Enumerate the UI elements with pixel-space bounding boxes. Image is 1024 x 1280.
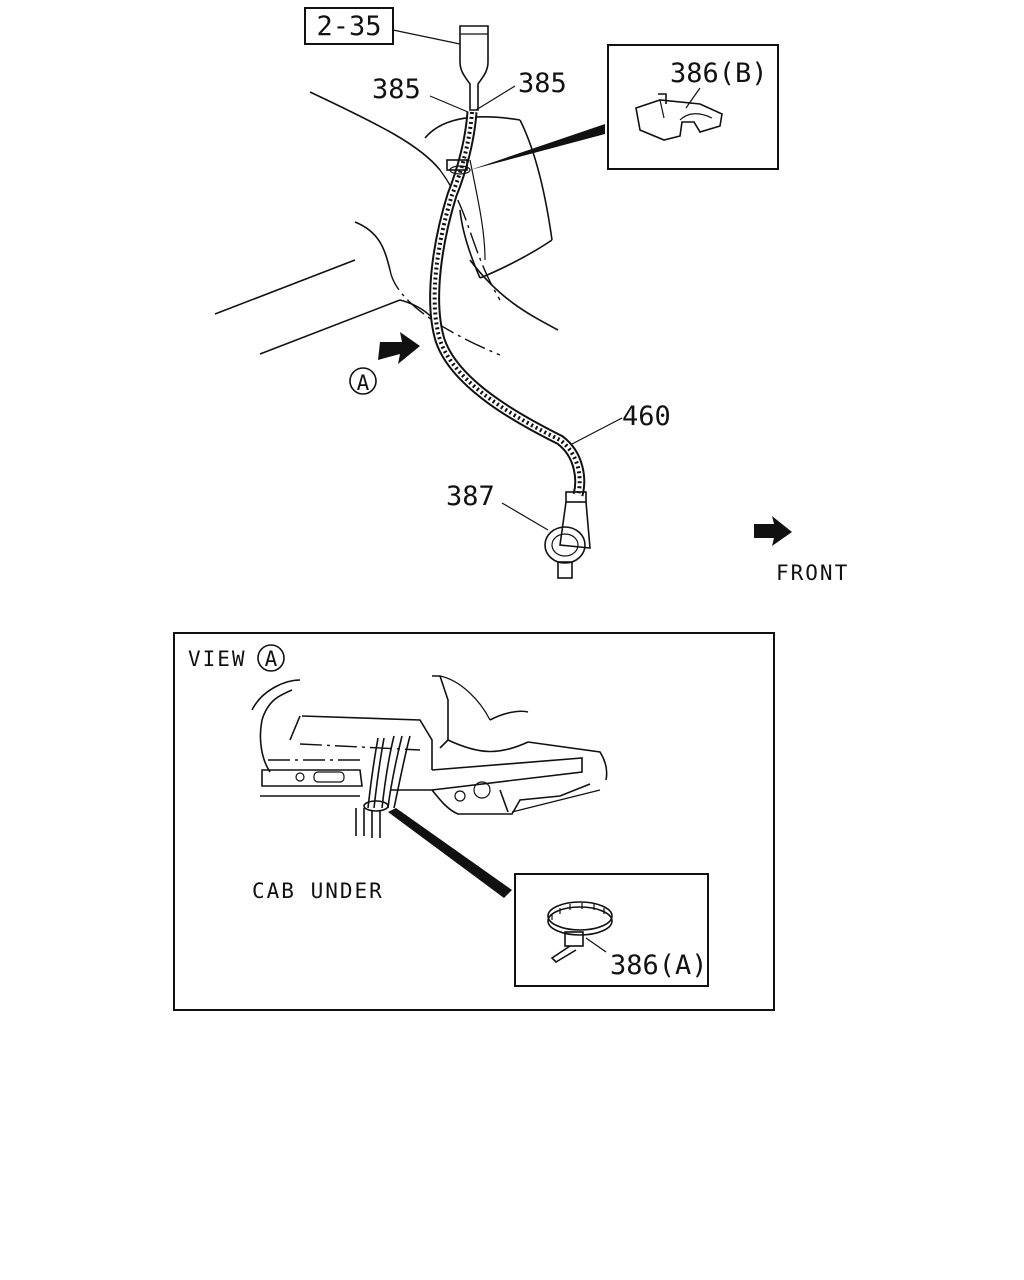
cab-underside-sketch [251,675,608,815]
cab-under-label: CAB UNDER [252,879,384,903]
detail-box-386b: 386(B) [607,44,779,170]
part-label-386b: 386(B) [670,58,768,89]
part-label-460: 460 [622,401,671,432]
cable-tie-386a-icon [547,901,613,964]
view-title-marker: A [257,644,285,672]
leader-387 [501,502,549,531]
front-label: FRONT [776,561,849,585]
reference-box-2-35[interactable]: 2-35 [304,7,394,45]
cable-460 [429,111,586,497]
detail-box-386a: 386(A) [514,873,709,987]
view-a-arrow [378,332,420,364]
leader-385-right [475,85,516,111]
main-view: 2-35 385 385 386(B) A 460 [214,7,849,585]
part-label-385-right: 385 [518,68,567,99]
part-label-387: 387 [446,481,495,512]
leader-2-35 [392,29,461,45]
part-label-385-left: 385 [372,74,421,105]
leader-wedge-386a [388,808,512,898]
view-a-panel: VIEW A [173,632,775,1011]
shift-boot [424,116,553,279]
view-marker-letter: A [357,371,370,395]
leader-460 [571,417,623,445]
front-arrow-icon [754,516,792,546]
view-title-marker-letter: A [265,647,278,671]
leader-wedge-386b [470,124,605,170]
shift-knob [459,25,489,111]
clip-386b-icon [635,93,723,141]
reference-label: 2-35 [316,11,381,42]
body-panel-lines [214,91,559,356]
view-title: VIEW [188,647,247,671]
leader-385-left [429,95,469,113]
connector-387 [544,491,591,579]
part-label-386a: 386(A) [610,950,708,981]
view-a-marker: A [349,367,377,395]
harness-wires [355,735,411,838]
